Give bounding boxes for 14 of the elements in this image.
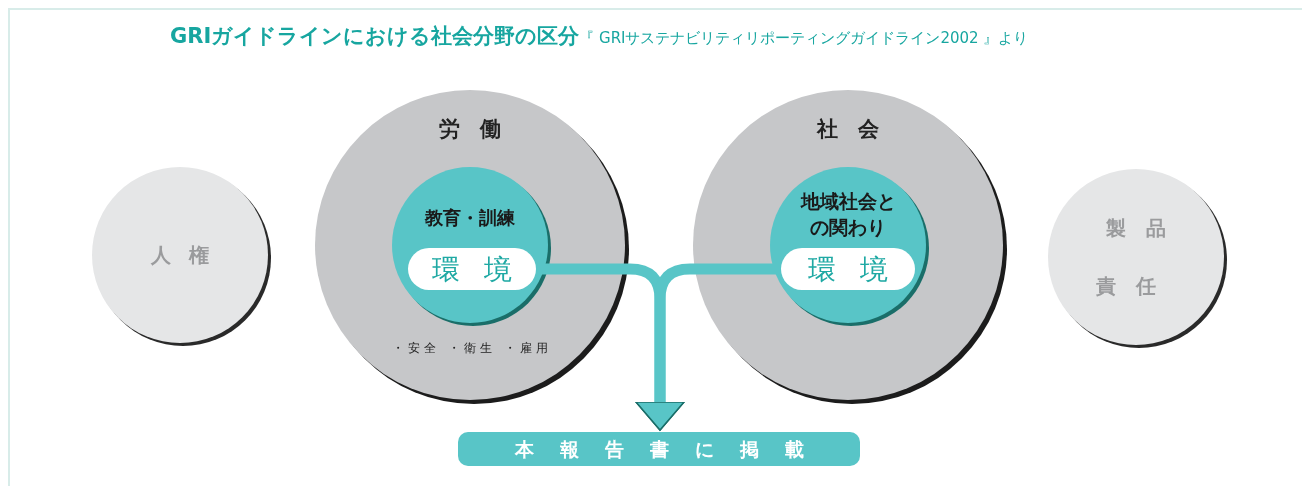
- item-list: ・安全 ・衛生 ・雇用: [315, 340, 625, 357]
- node-label: 労働: [438, 116, 522, 143]
- highlight-pill: [408, 248, 536, 290]
- node-label: 社会: [815, 116, 900, 143]
- title: GRIガイドラインにおける社会分野の区分『 GRIサステナビリティリポーティングガイドライン2002 』より: [170, 23, 1029, 50]
- node-label: 人権: [150, 242, 228, 269]
- node-label: 本報告書に掲載: [513, 437, 831, 462]
- node-label: 教育・訓練: [423, 206, 516, 230]
- node-label: 地域社会との関わり: [799, 189, 897, 240]
- node-label: 環境: [807, 252, 913, 288]
- highlight-pill: [781, 248, 915, 290]
- node-label: 環境: [431, 252, 536, 288]
- result-banner: [458, 432, 860, 466]
- node-label: 製品責任: [1095, 215, 1187, 300]
